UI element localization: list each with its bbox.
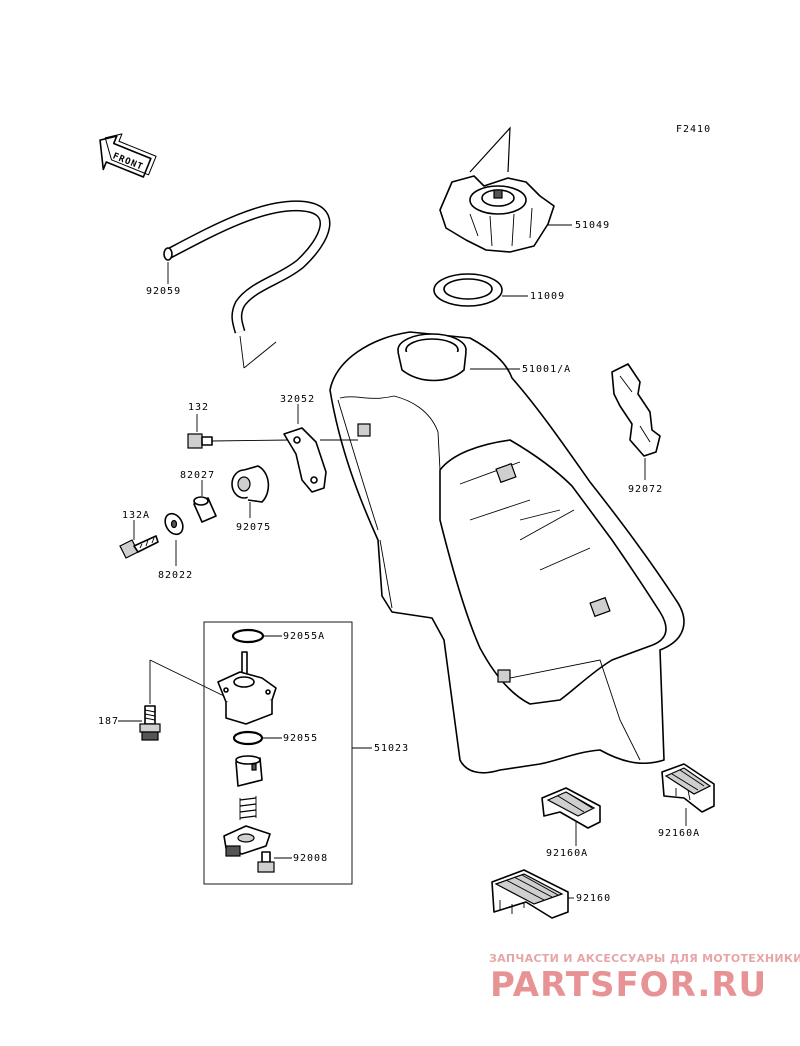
bracket-32052 xyxy=(283,427,358,493)
screw-92008 xyxy=(257,851,275,873)
fuel-cock-body xyxy=(149,651,277,725)
pad-92160 xyxy=(491,869,569,919)
fuel-tank xyxy=(329,331,685,774)
bolt-132 xyxy=(187,433,291,449)
label-92160: 92160 xyxy=(576,893,611,904)
label-92059: 92059 xyxy=(146,286,181,297)
tank-strap xyxy=(611,363,661,457)
valve-spring xyxy=(239,796,257,820)
label-51049: 51049 xyxy=(575,220,610,231)
label-92075: 92075 xyxy=(236,522,271,533)
label-132A: 132A xyxy=(122,510,150,521)
label-92008: 92008 xyxy=(293,853,328,864)
label-92160A-right: 92160A xyxy=(658,828,700,839)
label-187: 187 xyxy=(98,716,119,727)
breather-hose xyxy=(163,200,331,369)
valve-plunger xyxy=(235,755,263,787)
pad-92160A-left xyxy=(541,787,601,829)
valve-cover xyxy=(223,825,271,857)
collar-82027 xyxy=(193,496,217,523)
label-51023: 51023 xyxy=(374,743,409,754)
watermark-tagline: ЗАПЧАСТИ И АКСЕССУАРЫ ДЛЯ МОТОТЕХНИКИ xyxy=(489,952,800,965)
front-arrow-icon: FRONT xyxy=(99,133,157,178)
label-92072: 92072 xyxy=(628,484,663,495)
grommet-92075 xyxy=(231,465,270,503)
figure-code: F2410 xyxy=(676,124,711,135)
washer-82022 xyxy=(164,512,184,536)
screw-187 xyxy=(139,705,161,741)
fuel-cock-assembly-box xyxy=(203,621,353,885)
fuel-cap xyxy=(439,126,555,253)
watermark-logo: PARTSFOR.RU xyxy=(490,965,767,1005)
label-11009: 11009 xyxy=(530,291,565,302)
label-92160A-left: 92160A xyxy=(546,848,588,859)
label-82027: 82027 xyxy=(180,470,215,481)
label-32052: 32052 xyxy=(280,394,315,405)
bolt-132A xyxy=(119,535,159,559)
pad-92160A-right xyxy=(661,763,715,813)
label-51001A: 51001/A xyxy=(522,364,571,375)
label-92055: 92055 xyxy=(283,733,318,744)
o-ring-92055A xyxy=(231,628,265,644)
label-82022: 82022 xyxy=(158,570,193,581)
label-92055A: 92055A xyxy=(283,631,325,642)
o-ring-92055 xyxy=(232,730,264,746)
gasket-ring xyxy=(433,273,503,307)
label-132: 132 xyxy=(188,402,209,413)
